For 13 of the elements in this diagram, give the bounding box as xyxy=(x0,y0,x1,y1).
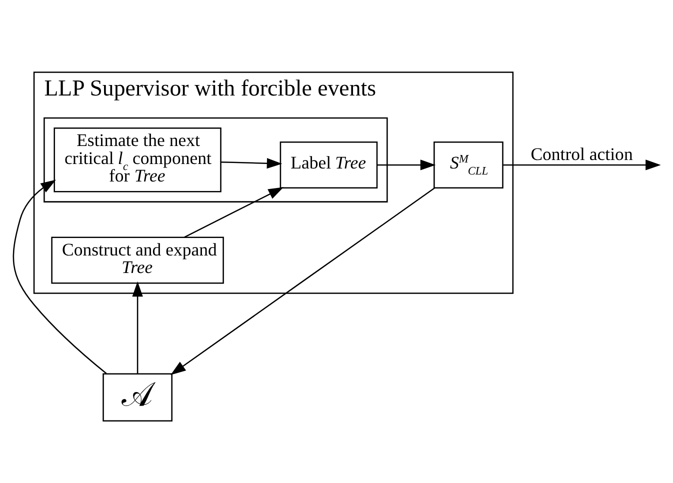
arrow xyxy=(377,160,436,170)
node-box: Estimate the next critical l$_{c}$ component for Tree xyxy=(54,128,222,192)
arrow xyxy=(221,158,282,169)
node-box: 𝒜 xyxy=(102,373,172,422)
cluster xyxy=(44,117,388,202)
arrow xyxy=(184,187,284,238)
arrow xyxy=(170,187,436,375)
arrow xyxy=(132,281,143,374)
node-box: Label Tree xyxy=(280,141,378,188)
node-box: Construct and expand Tree xyxy=(51,236,224,284)
edge-label: Control action xyxy=(530,144,633,164)
arrow xyxy=(12,180,107,374)
arrow xyxy=(503,160,661,170)
